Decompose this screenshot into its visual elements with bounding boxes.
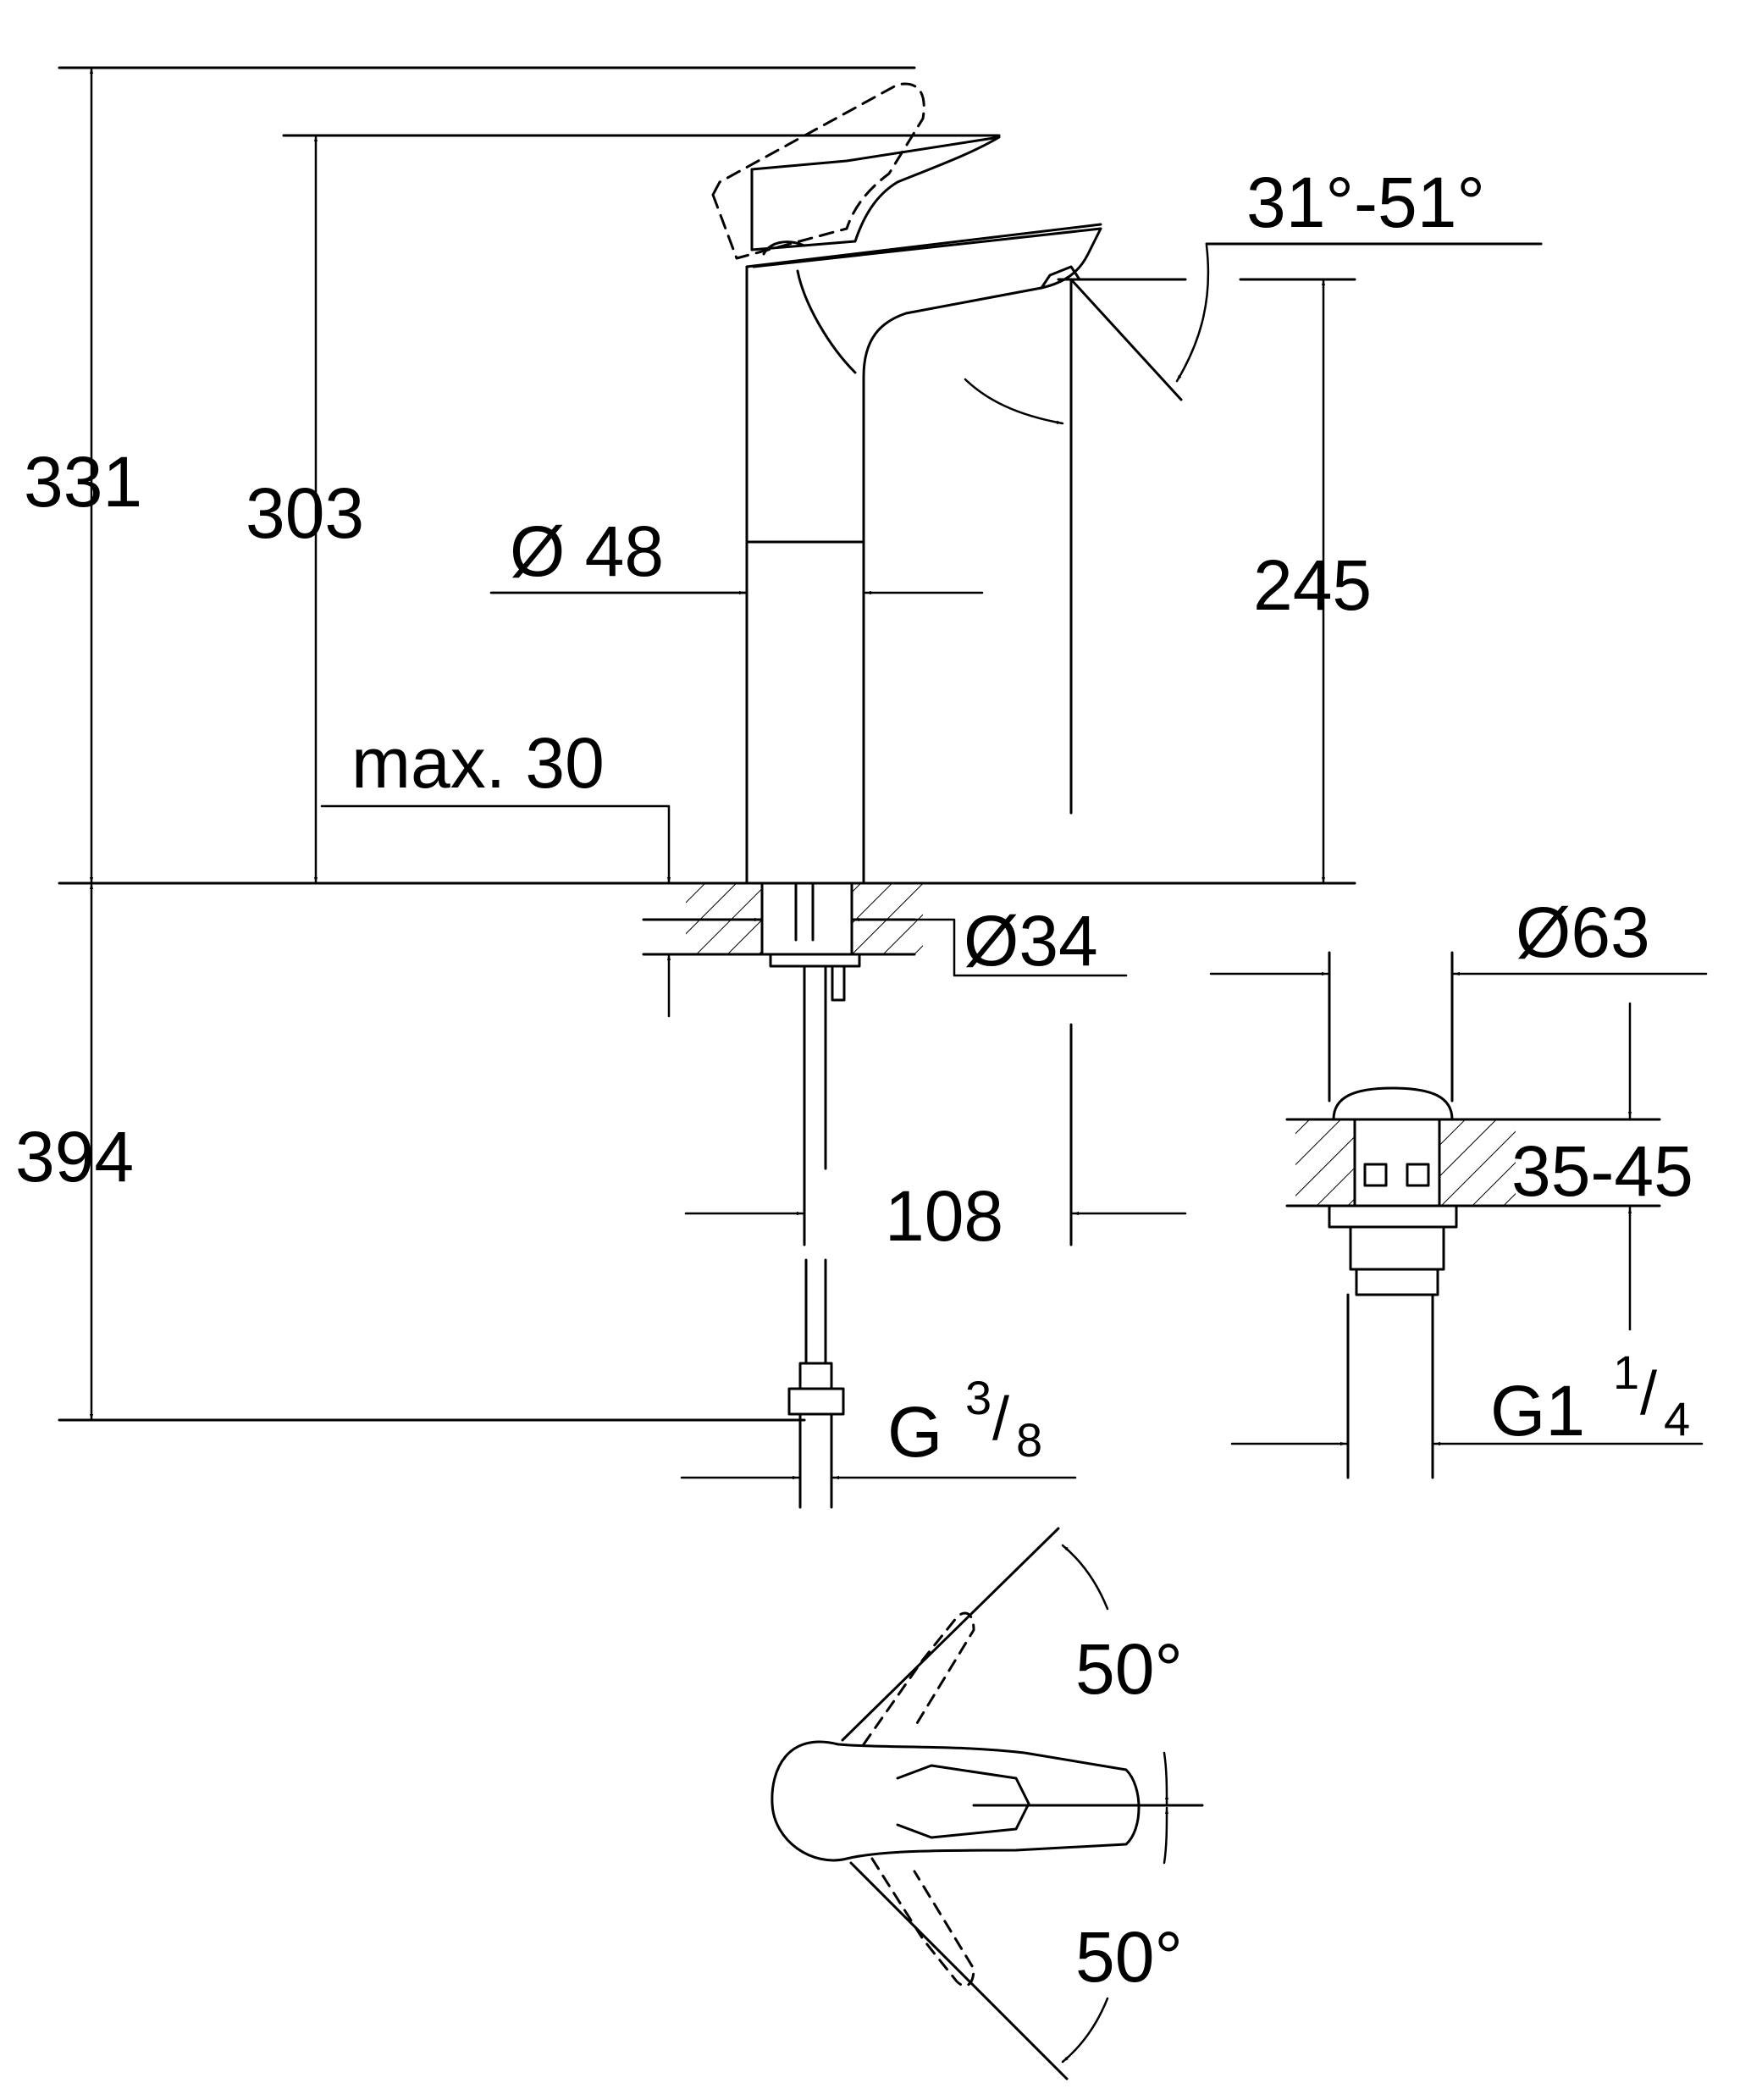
- label-hole-diameter: Ø34: [964, 901, 1098, 981]
- svg-text:8: 8: [1016, 1413, 1042, 1467]
- svg-text:/: /: [992, 1385, 1009, 1453]
- faucet-body: [745, 223, 1102, 885]
- label-projection: 108: [885, 1176, 1003, 1256]
- label-rotation-left: 50°: [1075, 1629, 1183, 1709]
- label-waste-connection: G1 1 / 4: [1490, 1346, 1690, 1451]
- label-body-diameter: Ø 48: [510, 511, 664, 591]
- svg-text:G: G: [887, 1392, 942, 1472]
- label-total-height: 331: [24, 442, 142, 522]
- svg-text:/: /: [1640, 1360, 1657, 1428]
- waste-assembly: [1209, 951, 1708, 1479]
- label-max-deck: max. 30: [351, 723, 605, 803]
- label-below-deck: 394: [15, 1117, 134, 1196]
- dimension-projection: [684, 1023, 1187, 1246]
- svg-text:G1: G1: [1490, 1371, 1585, 1451]
- label-supply-connection: G 3 / 8: [887, 1371, 1042, 1472]
- label-waste-diameter: Ø63: [1516, 892, 1650, 972]
- extension-lines: [58, 66, 1356, 1422]
- label-lever-height: 303: [246, 473, 364, 553]
- label-rotation-right: 50°: [1075, 1917, 1183, 1997]
- deck-mount-section: [686, 881, 1128, 1170]
- lever-alternate-position: [711, 82, 925, 260]
- label-spout-angle: 31°-51°: [1246, 163, 1485, 242]
- spout-angle-indicator: [964, 242, 1543, 815]
- supply-hose: [680, 1258, 1077, 1509]
- svg-text:3: 3: [965, 1371, 991, 1424]
- lever-handle: [750, 135, 1001, 374]
- label-spout-height: 245: [1253, 545, 1372, 625]
- top-view: [771, 1527, 1204, 2081]
- label-basin-thickness: 35-45: [1511, 1131, 1693, 1211]
- svg-text:1: 1: [1613, 1346, 1639, 1399]
- svg-text:4: 4: [1664, 1392, 1690, 1445]
